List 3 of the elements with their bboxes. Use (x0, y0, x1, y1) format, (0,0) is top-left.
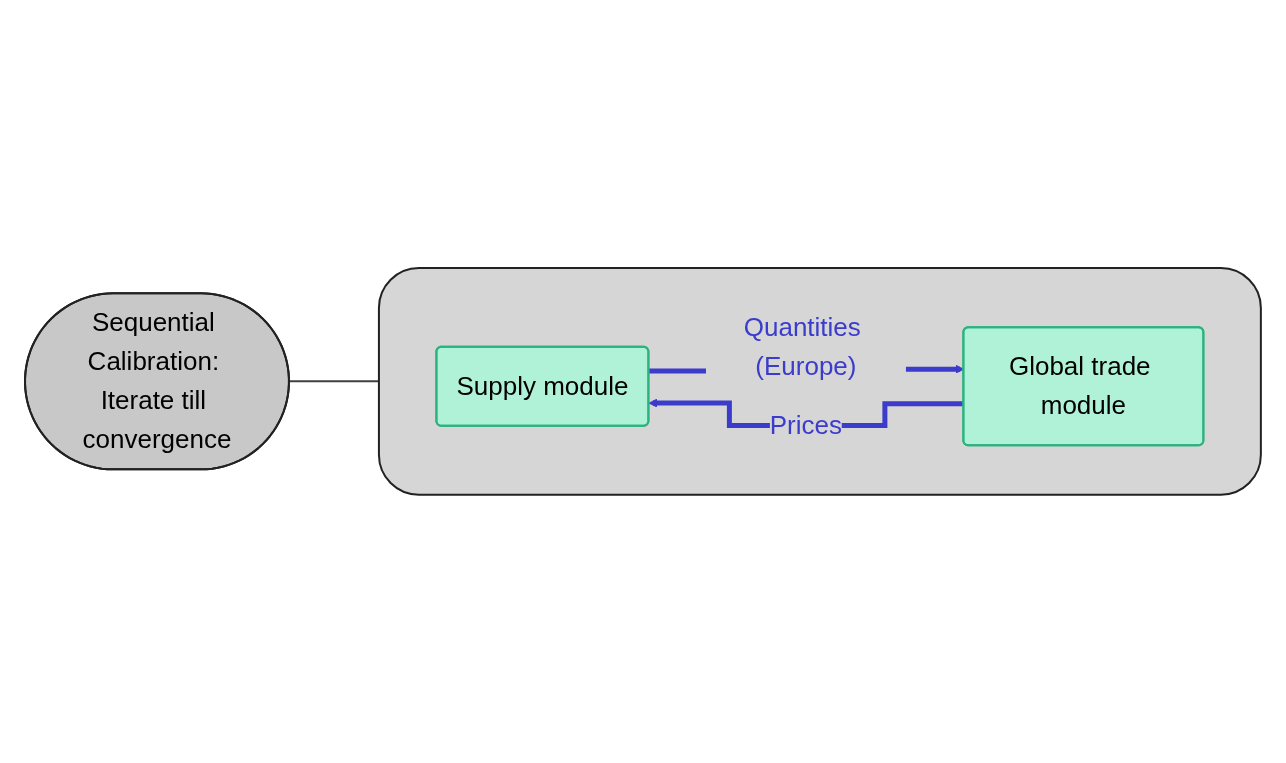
cluster (377, 267, 1262, 496)
edge-label: Quantities (Europe) (743, 312, 861, 382)
edge-label: Prices (769, 410, 843, 441)
